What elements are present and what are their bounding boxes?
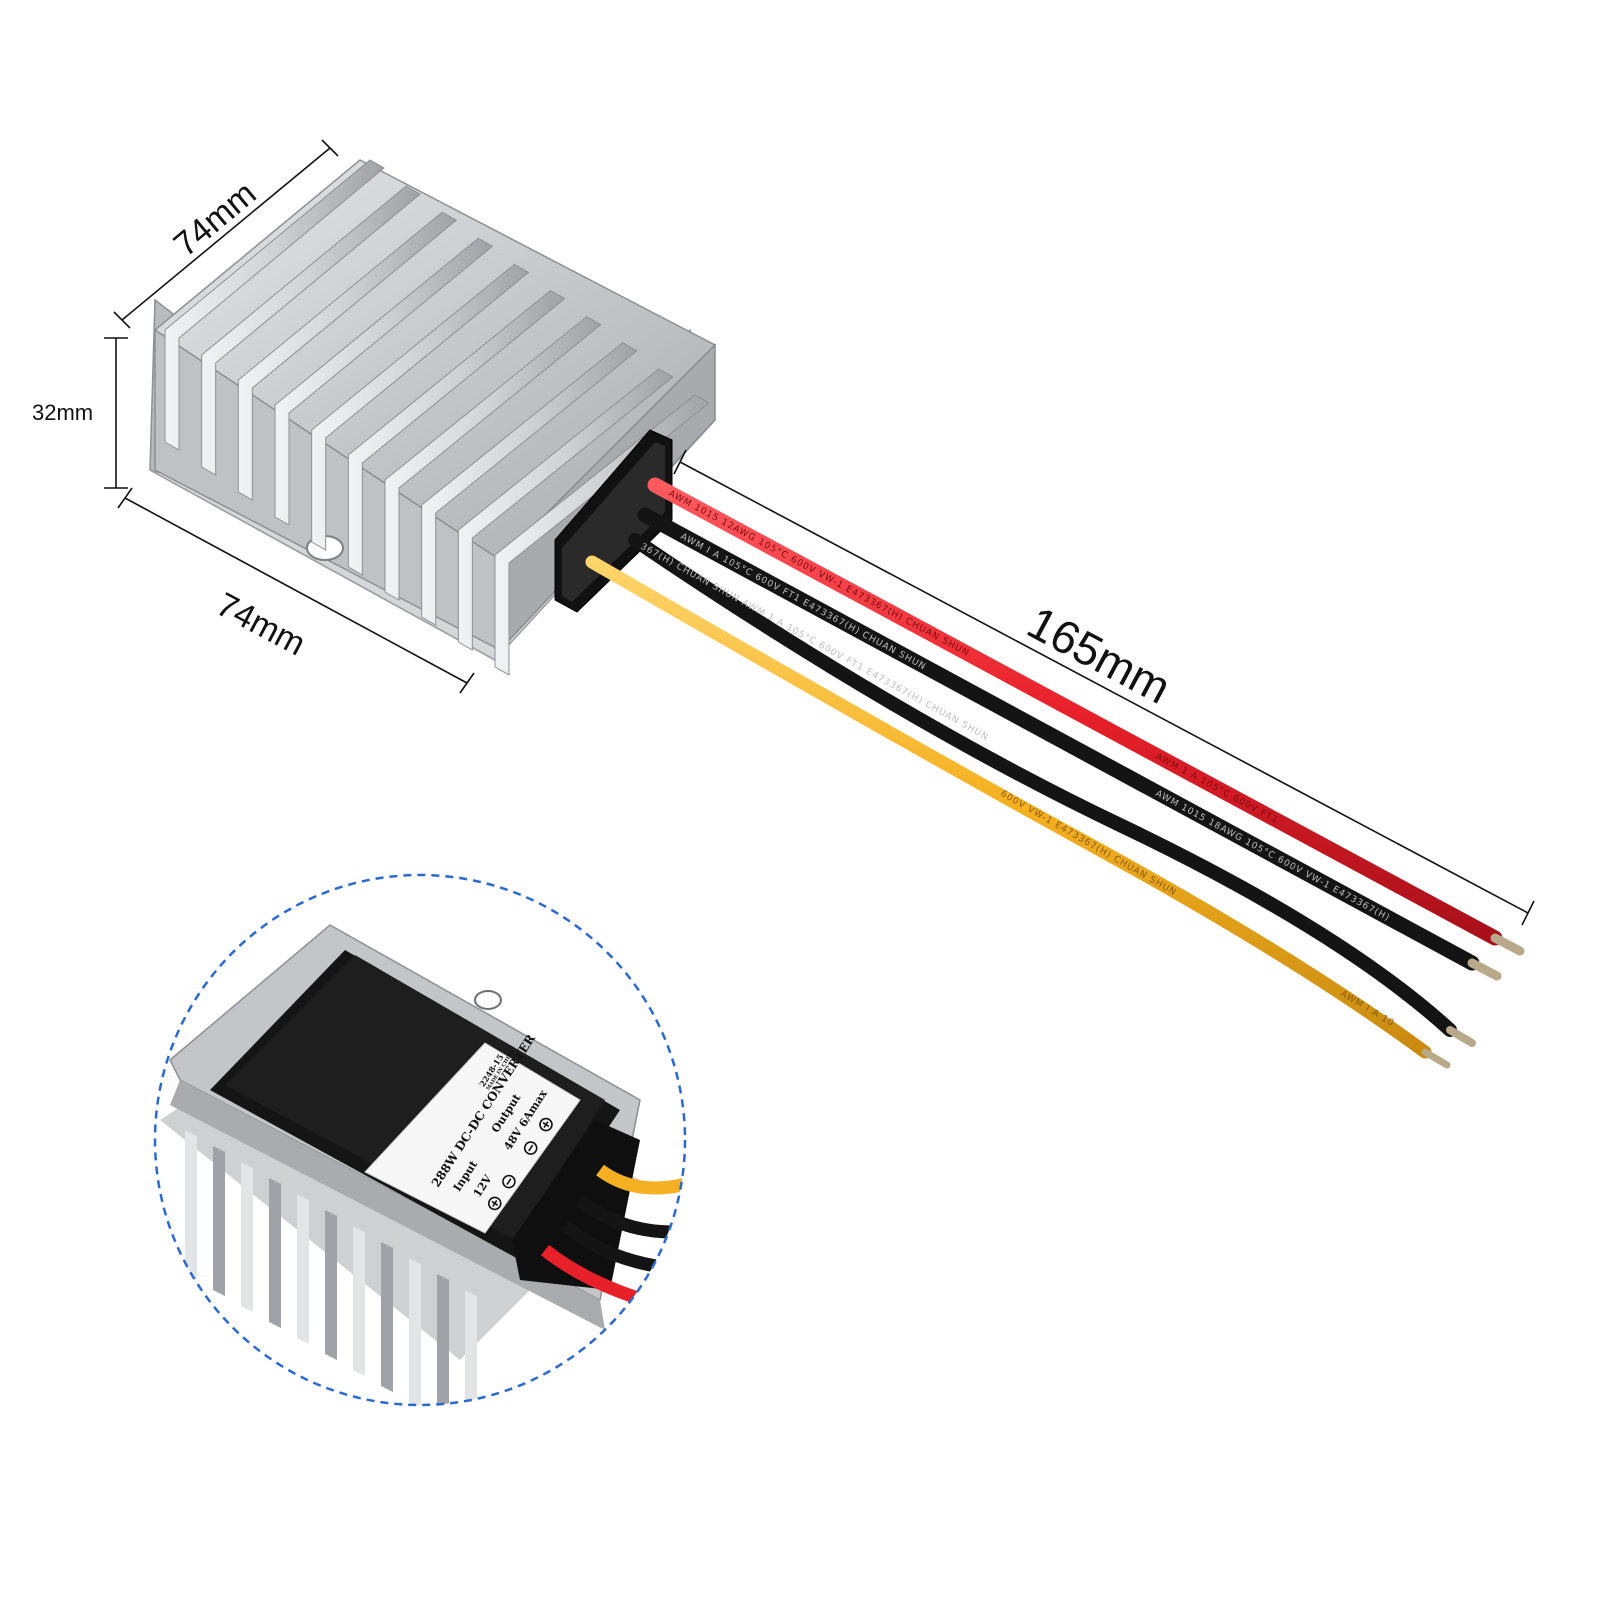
wire-red-print-end: AWM 1 A 105°C 600V FT1: [1154, 752, 1280, 826]
zoom-heatsink-fin: [465, 1290, 477, 1405]
heatsink-fin: [457, 368, 674, 651]
output-minus-terminal-icon: [523, 1141, 538, 1155]
heatsink-fin: [164, 159, 385, 451]
heatsink-fin: [274, 237, 494, 526]
converter-heatsink-body: [149, 159, 717, 676]
zoom-heatsink-fin: [241, 1162, 253, 1312]
wire-black-upper: AWM I A 105°C 600V FT1 E473367(H) CHUAN …: [637, 507, 1480, 971]
plus-terminal-icon: [487, 1196, 502, 1211]
zoom-heatsink-fin: [325, 1210, 337, 1360]
zoom-circle-outline: [153, 873, 687, 1407]
zoom-heatsink-fin: [353, 1226, 365, 1376]
wire-harness: AWM 1015 12AWG 105°C 600V VW-1 E473367(H…: [585, 477, 1525, 1069]
wire-stripped-tips: [1421, 933, 1525, 1069]
dimension-cable-length: [673, 449, 1535, 926]
heatsink-fin: [311, 263, 530, 551]
dimension-width: [117, 487, 475, 694]
heatsink-fin: [237, 211, 458, 501]
zoom-heatsink-fin: [269, 1178, 281, 1328]
wire-yellow-print-end: AWM I A 10: [1338, 989, 1396, 1029]
zoom-heatsink-fin: [185, 1130, 197, 1280]
zoom-mounting-hole-icon: [474, 990, 502, 1010]
heatsink-fin: [421, 342, 638, 626]
heatsink-fin: [384, 316, 602, 601]
zoom-heatsink-fin: [297, 1194, 309, 1344]
zoom-detail: 2248-15 MADE IN CHINA 288W DC-DC CONVERT…: [153, 873, 687, 1407]
zoom-heatsink-fin: [213, 1146, 225, 1296]
zoom-heatsink-fin: [437, 1274, 449, 1405]
dimension-depth: [113, 139, 339, 329]
minus-terminal-icon: [502, 1174, 516, 1189]
output-plus-terminal-icon: [539, 1117, 553, 1132]
dimension-width-label: 74mm: [210, 586, 311, 664]
zoom-heatsink-fin: [409, 1258, 421, 1405]
wire-yellow: 600V VW-1 E473367(H) CHUAN SHUN AWM I A …: [585, 555, 1432, 1059]
heatsink-fin: [347, 289, 566, 576]
dimension-height: [104, 337, 128, 489]
zoom-heatsink-fin: [381, 1242, 393, 1392]
dimension-depth-label: 74mm: [167, 174, 264, 264]
heatsink-fin: [201, 185, 421, 476]
wire-red: AWM 1015 12AWG 105°C 600V VW-1 E473367(H…: [647, 477, 1503, 946]
dimension-height-label: 32mm: [32, 400, 93, 425]
heatsink-fin: [494, 394, 710, 676]
